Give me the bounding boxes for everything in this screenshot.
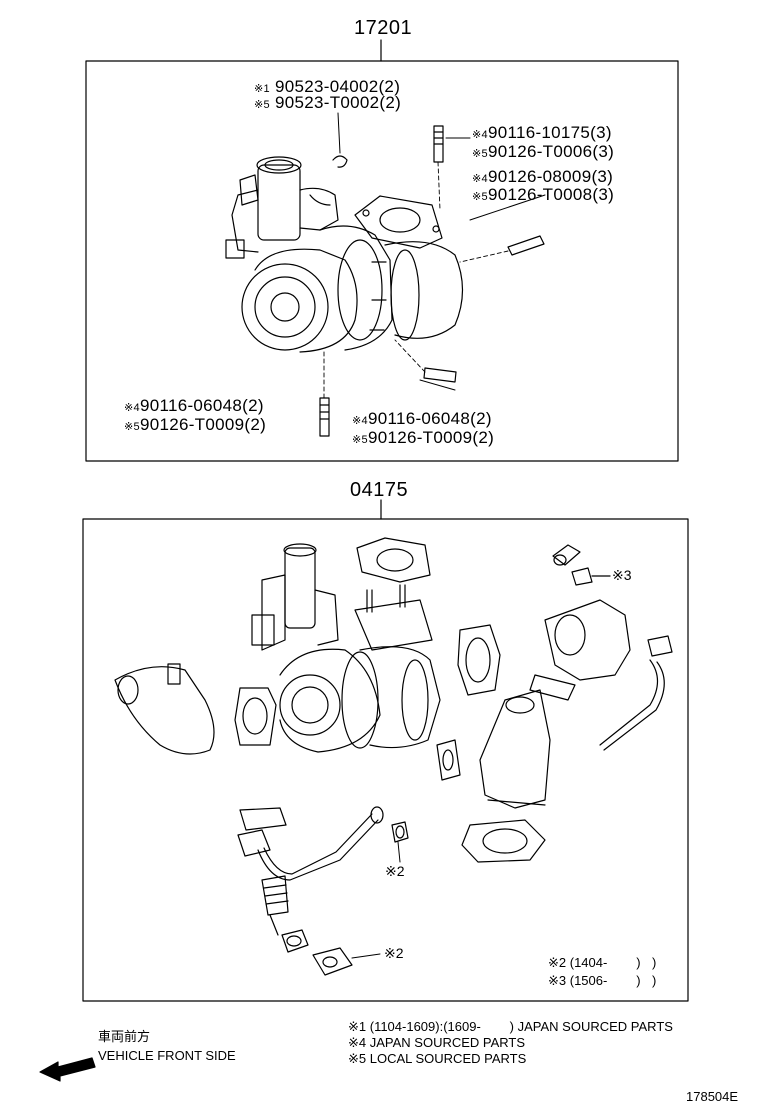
callout: ※590126-T0009(2): [124, 415, 267, 434]
figure-id: 178504E: [686, 1089, 739, 1104]
stud-top: [433, 125, 444, 211]
kit-marker: ※2: [385, 863, 405, 879]
callout: ※1 90523-04002(2): [254, 77, 401, 96]
kit-frame: [82, 518, 689, 1002]
assembly-frame: [85, 60, 679, 462]
callout: ※590126-T0008(3): [472, 185, 615, 204]
callout: ※490116-06048(2): [352, 409, 492, 428]
kit-marker: ※3: [612, 567, 632, 583]
callout: ※590126-T0006(3): [472, 142, 615, 161]
source-note: ※5 LOCAL SOURCED PARTS: [348, 1051, 527, 1066]
kit-exploded-drawing: [114, 537, 673, 976]
bracket: ): [652, 973, 657, 988]
kit-number: 04175: [350, 479, 409, 501]
kit-date-note: ※3 (1506- ): [548, 973, 641, 988]
stud-lower-right: [394, 339, 457, 391]
bracket: ): [652, 955, 657, 970]
stud-right: [459, 194, 546, 263]
stud-bottom: [319, 351, 330, 437]
direction-en: VEHICLE FRONT SIDE: [98, 1048, 236, 1063]
source-note: ※1 (1104-1609):(1609- ) JAPAN SOURCED PA…: [348, 1019, 673, 1034]
kit-date-note: ※2 (1404- ): [548, 955, 641, 970]
callout: ※490126-08009(3): [472, 167, 614, 186]
callout: ※5 90523-T0002(2): [254, 93, 402, 112]
assembly-number: 17201: [354, 17, 413, 39]
callout: ※490116-06048(2): [124, 396, 264, 415]
turbocharger-assembly-drawing: [225, 112, 546, 437]
vehicle-front-arrow-icon: [39, 1057, 96, 1082]
direction-jp: 車両前方: [98, 1029, 151, 1044]
source-note: ※4 JAPAN SOURCED PARTS: [348, 1035, 526, 1050]
kit-marker: ※2: [384, 945, 404, 961]
callout: ※490116-10175(3): [472, 123, 612, 142]
callout: ※590126-T0009(2): [352, 428, 495, 447]
